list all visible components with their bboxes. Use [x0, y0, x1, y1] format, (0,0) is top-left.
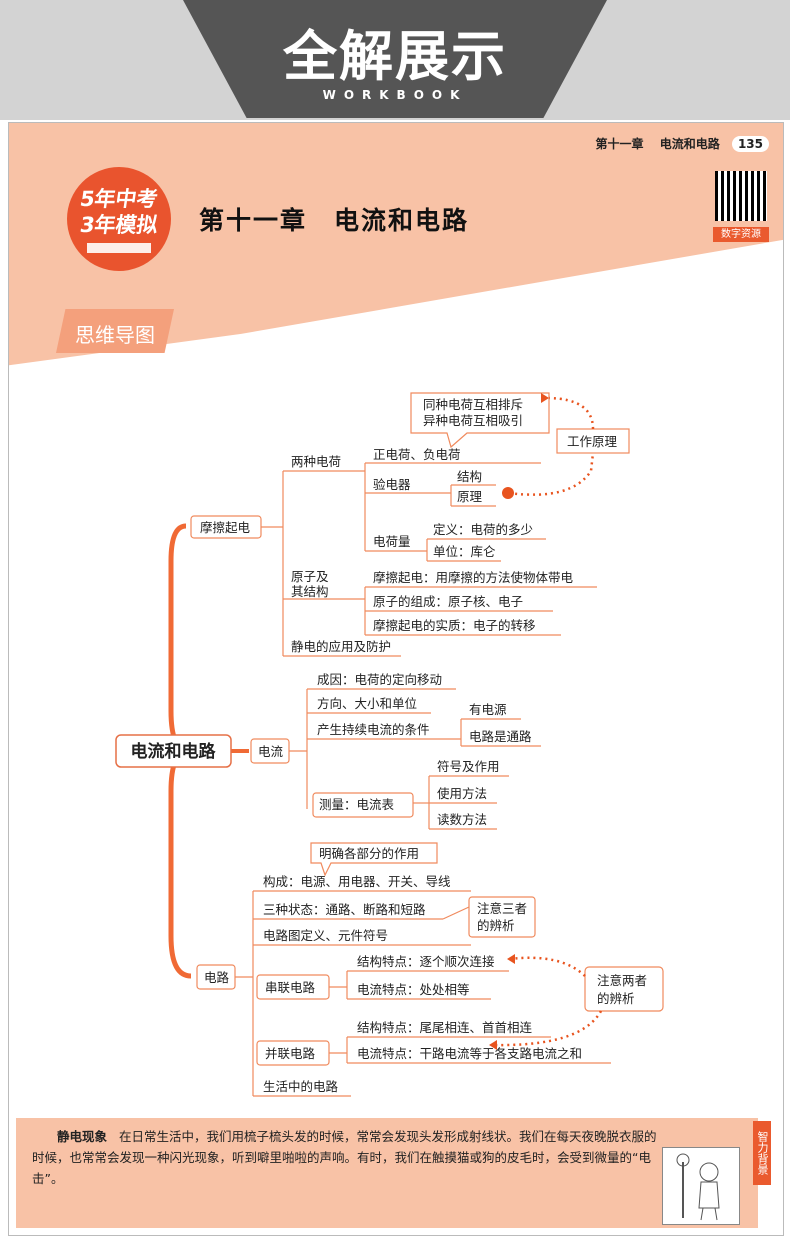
- root-node: [115, 734, 232, 768]
- cartoon-illustration: [662, 1147, 740, 1225]
- node-composition: 构成：电源、用电器、开关、导线: [263, 874, 451, 889]
- node-atom-composition: 原子的组成：原子核、电子: [373, 594, 523, 609]
- node-parallel-structure: 结构特点：尾尾相连、首首相连: [357, 1020, 533, 1035]
- arrow-head-icon: [489, 1040, 497, 1050]
- mind-map: 电流和电路: [115, 392, 664, 1097]
- node-three-states: 三种状态：通路、断路和短路: [263, 902, 426, 917]
- node-charge-unit: 单位：库仑: [433, 544, 496, 559]
- brand-logo: 5年中考 3年模拟: [67, 167, 171, 271]
- logo-tagline-strip: [87, 243, 151, 253]
- side-tag: 智力背景: [753, 1121, 771, 1185]
- background-body: 在日常生活中，我们用梳子梳头发的时候，常常会发现头发形成射线状。我们在每天夜晚脱…: [32, 1129, 657, 1186]
- running-chapter: 第十一章: [595, 137, 644, 151]
- node-reading: 读数方法: [437, 812, 487, 827]
- node-structure: 结构: [457, 469, 482, 484]
- node-principle: 原理: [457, 489, 483, 504]
- banner-trapezoid: [183, 0, 607, 118]
- node-two-charges: 两种电荷: [291, 454, 341, 469]
- cartoon-illustration-icon: [676, 1153, 720, 1221]
- node-series: 串联电路: [265, 980, 316, 995]
- page-frame: 第十一章 电流和电路 135 5年中考 3年模拟 第十一章 电流和电路 数字资源…: [8, 122, 784, 1236]
- callout-line-1: 同种电荷互相排斥: [423, 397, 523, 412]
- node-current: 电流: [258, 744, 284, 759]
- background-info-text: 静电现象在日常生活中，我们用梳子梳头发的时候，常常会发现头发形成射线状。我们在每…: [32, 1126, 660, 1189]
- node-usage: 使用方法: [437, 786, 487, 801]
- note-two-line-1: 注意两者: [597, 973, 647, 988]
- node-series-current: 电流特点：处处相等: [357, 982, 470, 997]
- node-circuit-diagram: 电路图定义、元件符号: [263, 928, 388, 943]
- running-title: 电流和电路: [659, 137, 720, 151]
- node-life-circuits: 生活中的电路: [263, 1079, 339, 1094]
- callout-parts: 明确各部分的作用: [319, 846, 419, 861]
- node-current-cause: 成因：电荷的定向移动: [317, 672, 442, 687]
- arrow-head-icon: [507, 954, 515, 964]
- qr-label: 数字资源: [713, 227, 769, 242]
- chapter-heading: 第十一章 电流和电路: [199, 206, 470, 235]
- note-three-line-2: 的辨析: [477, 918, 515, 933]
- node-atom-line-2: 其结构: [291, 584, 329, 599]
- section-tab: 思维导图: [56, 309, 174, 353]
- note-two-line-2: 的辨析: [597, 991, 635, 1006]
- node-work-principle: 工作原理: [567, 434, 618, 449]
- arrow-head-icon: [541, 393, 549, 403]
- node-atom-line-1: 原子及: [291, 569, 329, 584]
- top-banner: 全解展示 WORKBOOK: [0, 0, 790, 120]
- node-static-protection: 静电的应用及防护: [291, 639, 391, 654]
- banner-title: 全解展示: [283, 25, 507, 88]
- note-three-line-1: 注意三者: [477, 901, 527, 916]
- qr-code-icon[interactable]: [715, 171, 767, 221]
- node-charge-definition: 定义：电荷的多少: [433, 522, 533, 537]
- node-charge-quantity: 电荷量: [373, 534, 411, 549]
- callout-line-2: 异种电荷互相吸引: [423, 413, 523, 428]
- node-friction: 摩擦起电: [200, 520, 251, 535]
- node-friction-definition: 摩擦起电：用摩擦的方法使物体带电: [373, 570, 574, 585]
- root-label: 电流和电路: [131, 741, 217, 762]
- node-friction-essence: 摩擦起电的实质：电子的转移: [373, 618, 536, 633]
- node-parallel: 并联电路: [265, 1046, 316, 1061]
- node-electroscope: 验电器: [373, 477, 411, 492]
- node-parallel-current: 电流特点：干路电流等于各支路电流之和: [357, 1046, 582, 1061]
- dot-marker: [502, 487, 514, 499]
- banner-subtitle: WORKBOOK: [322, 88, 468, 102]
- background-info-box: 静电现象在日常生活中，我们用梳子梳头发的时候，常常会发现头发形成射线状。我们在每…: [16, 1118, 758, 1228]
- node-circuit: 电路: [204, 970, 230, 985]
- node-series-structure: 结构特点：逐个顺次连接: [357, 954, 495, 969]
- node-symbol-function: 符号及作用: [437, 759, 500, 774]
- node-current-condition: 产生持续电流的条件: [317, 722, 430, 737]
- node-has-source: 有电源: [469, 702, 507, 717]
- running-header: 第十一章 电流和电路 135: [596, 135, 769, 152]
- node-ammeter: 测量：电流表: [319, 797, 395, 812]
- node-pos-neg: 正电荷、负电荷: [373, 447, 461, 462]
- section-tab-label: 思维导图: [75, 323, 155, 347]
- page-number: 135: [731, 136, 769, 152]
- background-heading: 静电现象: [57, 1129, 108, 1144]
- dotted-arrows: [490, 396, 603, 1047]
- node-current-direction: 方向、大小和单位: [317, 696, 417, 711]
- node-closed-circuit: 电路是通路: [469, 729, 532, 744]
